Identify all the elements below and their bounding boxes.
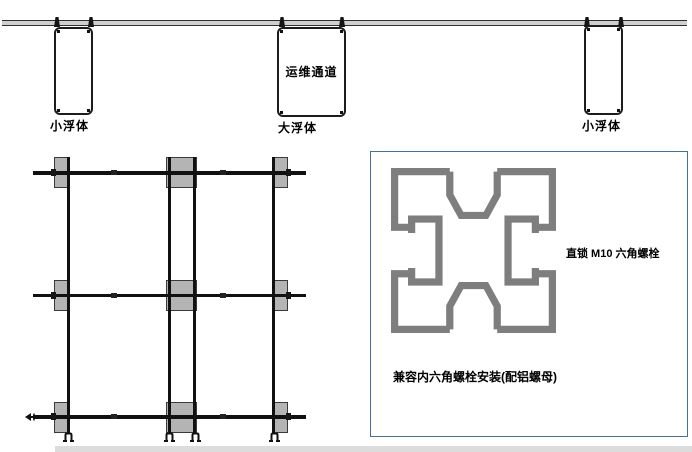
anchor-hook-icon	[189, 432, 201, 442]
flow-arrow-icon	[25, 412, 39, 421]
anchor-hook-icon	[164, 432, 175, 442]
pad-clamp-nub	[50, 291, 56, 299]
small-float-left-caption: 小浮体	[50, 119, 90, 133]
page-edge-strip	[55, 446, 692, 452]
horizontal-beam	[33, 415, 306, 419]
bolt-callout-label: 直锁 M10 六角螺栓	[566, 248, 660, 260]
pad-clamp-nub	[285, 169, 291, 176]
clamp-icon	[54, 17, 60, 27]
clamp-icon	[618, 17, 624, 27]
pad-clamp-nub	[285, 413, 291, 420]
beam-connector-tick	[111, 170, 117, 175]
install-caption-label: 兼容内六角螺栓安装(配铝螺母)	[393, 370, 557, 384]
horizontal-beam	[33, 171, 306, 175]
aluminum-profile-cross-section	[391, 168, 556, 333]
clamp-icon	[339, 17, 345, 27]
large-float-caption: 大浮体	[278, 121, 318, 135]
channel-label: 运维通道	[285, 65, 338, 79]
beam-connector-tick	[111, 292, 117, 298]
clamp-icon	[279, 17, 285, 27]
clamp-icon	[584, 17, 590, 27]
beam-connector-tick	[220, 170, 226, 175]
pad-clamp-nub	[50, 169, 56, 176]
small-float-right	[584, 25, 623, 115]
beam-connector-tick	[220, 414, 226, 419]
anchor-hook-icon	[268, 432, 280, 442]
small-float-right-caption: 小浮体	[582, 119, 622, 133]
small-float-left	[54, 27, 93, 115]
pad-clamp-nub	[50, 413, 56, 420]
large-float: 运维通道	[277, 27, 346, 117]
pad-clamp-nub	[285, 291, 291, 299]
clamp-icon	[88, 17, 94, 27]
beam-connector-tick	[220, 292, 226, 298]
beam-connector-tick	[111, 414, 117, 419]
horizontal-beam	[33, 293, 306, 297]
anchor-hook-icon	[63, 432, 74, 442]
detail-panel: 直锁 M10 六角螺栓 兼容内六角螺栓安装(配铝螺母)	[370, 151, 688, 437]
